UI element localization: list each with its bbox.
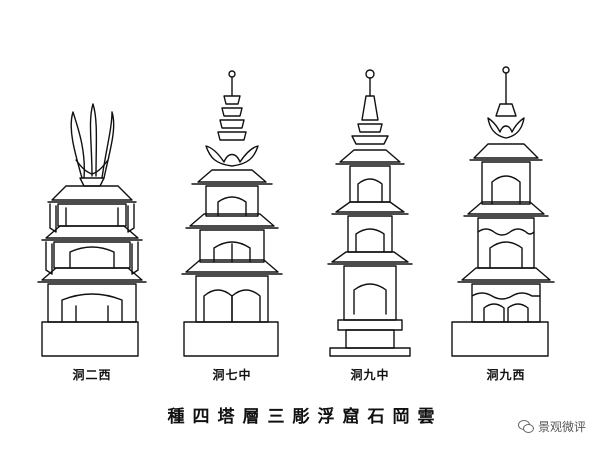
pagoda-cave9-west (451, 66, 555, 357)
wechat-icon (517, 419, 534, 434)
pagoda-cave9-center (327, 69, 413, 357)
caption-cave9-center: 洞九中 (350, 368, 390, 382)
watermark-text: 景观微评 (537, 420, 586, 434)
watermark: 景观微评 (517, 418, 586, 435)
caption-cave9-west: 洞九西 (486, 368, 526, 382)
caption-cave7-center: 洞七中 (212, 368, 252, 382)
pagoda-cave2-west (37, 103, 147, 357)
figure-title: 種四塔層三彫浮窟石岡雲 (167, 407, 443, 427)
caption-cave2-west: 洞二西 (72, 368, 112, 382)
pagoda-cave7-center (181, 70, 283, 357)
